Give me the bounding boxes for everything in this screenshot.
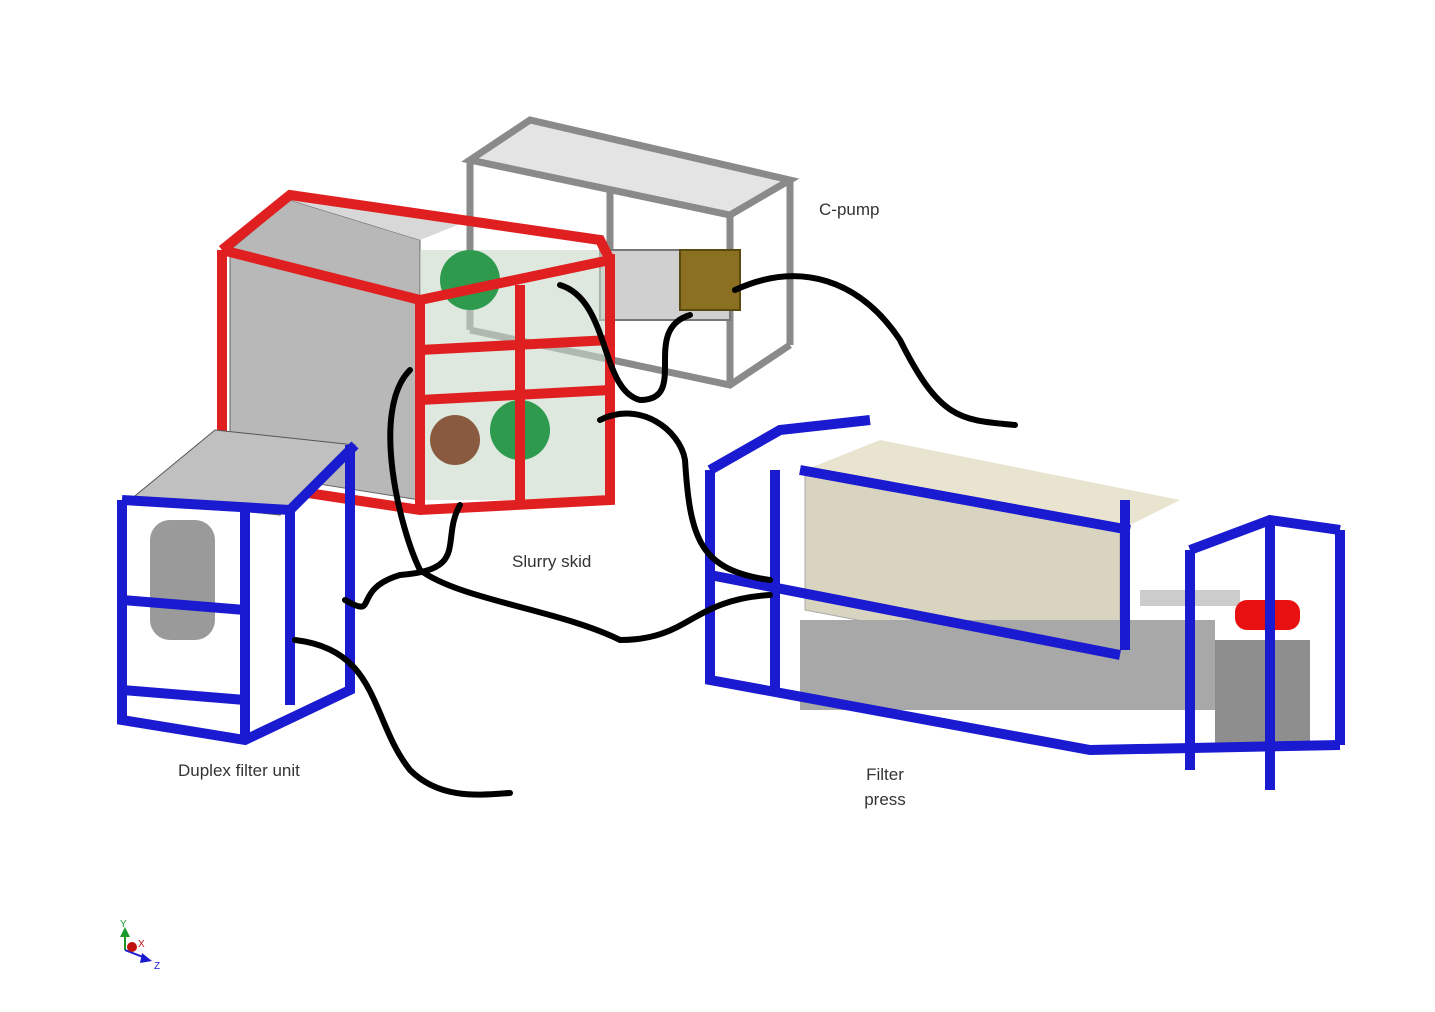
x-axis-marker xyxy=(127,942,137,952)
axis-triad: Y X Z xyxy=(120,919,160,972)
label-filter-press-line2: press xyxy=(864,790,906,809)
label-filter-press: Filter press xyxy=(850,762,920,812)
z-axis-label: Z xyxy=(154,961,160,972)
y-axis-label: Y xyxy=(120,919,127,930)
c-pump-skid xyxy=(461,116,800,389)
label-c-pump: C-pump xyxy=(819,200,880,219)
x-axis-label: X xyxy=(138,939,145,950)
label-slurry-skid: Slurry skid xyxy=(512,552,592,571)
slurry-skid xyxy=(217,189,615,516)
label-filter-press-line1: Filter xyxy=(866,765,904,784)
duplex-filter-unit xyxy=(117,429,359,746)
filter-press xyxy=(705,415,1345,790)
hoses xyxy=(292,273,1018,798)
label-duplex-filter-unit: Duplex filter unit xyxy=(178,761,300,780)
motor xyxy=(679,249,741,311)
